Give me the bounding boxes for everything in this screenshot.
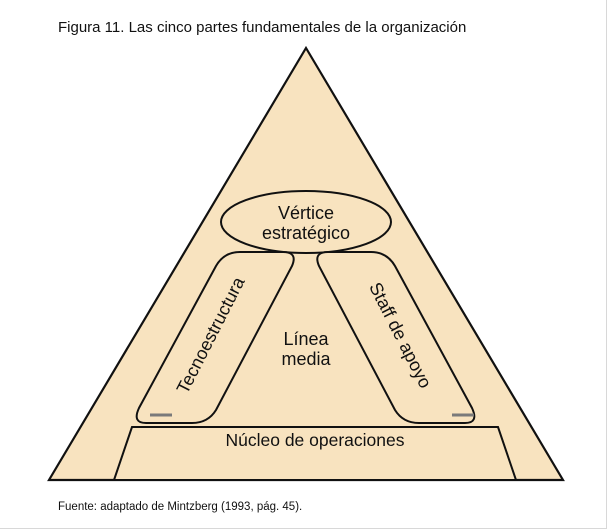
organization-pyramid — [47, 45, 565, 482]
figure-title: Figura 11. Las cinco partes fundamentale… — [58, 19, 467, 36]
figure-source: Fuente: adaptado de Mintzberg (1993, pág… — [58, 501, 303, 513]
support-staff-shape — [316, 251, 476, 424]
strategic-apex-label-line2: estratégico — [262, 223, 350, 243]
middle-line-label-line1: Línea — [283, 329, 329, 349]
operating-core-shape — [112, 426, 518, 481]
technostructure-shape — [135, 251, 295, 424]
middle-line-label-line2: media — [281, 349, 331, 369]
operating-core-label: Núcleo de operaciones — [225, 430, 404, 450]
strategic-apex-label-line1: Vértice — [278, 203, 334, 223]
strategic-apex-shape — [220, 190, 392, 254]
